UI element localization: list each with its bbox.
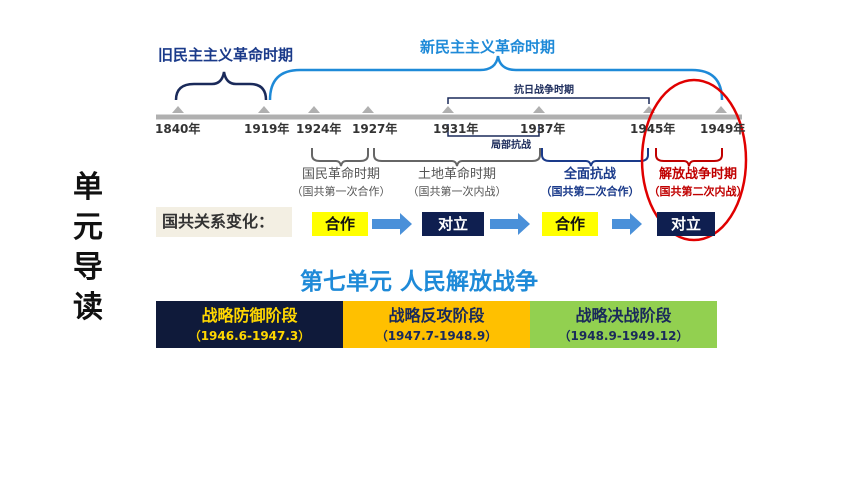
period-national-revolution: 国民革命时期 （国共第一次合作）	[281, 166, 401, 200]
unit-guide-title: 单 元 导 读	[68, 168, 108, 328]
national-revolution-brace	[311, 148, 369, 167]
local-resistance-label: 局部抗战	[491, 140, 531, 151]
year-1945: 1945年	[630, 122, 676, 136]
arrow-3	[612, 213, 642, 235]
period-full-resistance: 全面抗战 （国共第二次合作）	[530, 166, 650, 200]
tick-1840	[172, 106, 184, 113]
highlight-circle	[640, 78, 748, 242]
old-era-label: 旧民主主义革命时期	[158, 46, 294, 64]
period-land-revolution: 土地革命时期 （国共第一次内战）	[397, 166, 517, 200]
year-1931: 1931年	[433, 122, 479, 136]
period-sub: （国共第二次合作）	[540, 185, 640, 198]
full-resistance-brace	[541, 148, 649, 167]
year-1840: 1840年	[155, 122, 201, 136]
tick-1931	[442, 106, 454, 113]
local-resistance-bracket	[447, 124, 540, 137]
tick-1924	[308, 106, 320, 113]
stage-counteroffensive: 战略反攻阶段 （1947.7-1948.9）	[343, 301, 530, 348]
tick-1919	[258, 106, 270, 113]
stage-name: 战略防御阶段	[201, 306, 298, 325]
anti-japanese-bracket	[447, 97, 650, 104]
period-liberation-war: 解放战争时期 （国共第二次内战）	[644, 166, 752, 200]
stage-dates: （1946.6-1947.3）	[188, 329, 311, 343]
stage-defense: 战略防御阶段 （1946.6-1947.3）	[156, 301, 343, 348]
tick-1949	[715, 106, 727, 113]
arrow-2	[490, 213, 530, 235]
unit-title: 第七单元 人民解放战争	[300, 269, 539, 295]
period-name: 解放战争时期	[658, 167, 737, 182]
stage-decisive: 战略决战阶段 （1948.9-1949.12）	[530, 301, 717, 348]
relation-change-label: 国共关系变化：	[156, 207, 292, 237]
relation-cooperation-1: 合作	[312, 212, 368, 236]
stage-name: 战略决战阶段	[575, 306, 672, 325]
side-title-char-4: 读	[73, 290, 103, 325]
arrow-1	[372, 213, 412, 235]
period-name: 国民革命时期	[301, 167, 380, 182]
tick-1937	[533, 106, 545, 113]
period-sub: （国共第二次内战）	[648, 185, 748, 198]
relation-opposition-2: 对立	[657, 212, 715, 236]
land-revolution-brace	[373, 148, 541, 167]
relation-cooperation-2: 合作	[542, 212, 598, 236]
period-sub: （国共第一次内战）	[407, 185, 507, 198]
year-1919: 1919年	[244, 122, 290, 136]
timeline-ticks	[172, 106, 727, 113]
stage-dates: （1947.7-1948.9）	[375, 329, 498, 343]
year-1927: 1927年	[352, 122, 398, 136]
relation-arrows	[372, 213, 642, 235]
side-title-char-3: 导	[73, 250, 103, 285]
relation-opposition-1: 对立	[422, 212, 484, 236]
year-1924: 1924年	[296, 122, 342, 136]
liberation-war-brace	[655, 148, 723, 167]
period-name: 全面抗战	[563, 167, 616, 182]
new-era-label: 新民主主义革命时期	[420, 38, 556, 56]
side-title-char-2: 元	[73, 210, 103, 245]
year-1949: 1949年	[700, 122, 746, 136]
anti-japanese-label: 抗日战争时期	[514, 85, 574, 96]
side-title-char-1: 单	[73, 170, 103, 205]
old-era-brace	[174, 71, 268, 101]
new-era-brace	[268, 55, 724, 101]
tick-1927	[362, 106, 374, 113]
stage-dates: （1948.9-1949.12）	[558, 329, 689, 343]
period-sub: （国共第一次合作）	[291, 185, 391, 198]
year-1937: 1937年	[520, 122, 566, 136]
period-name: 土地革命时期	[417, 167, 496, 182]
stage-name: 战略反攻阶段	[388, 306, 485, 325]
